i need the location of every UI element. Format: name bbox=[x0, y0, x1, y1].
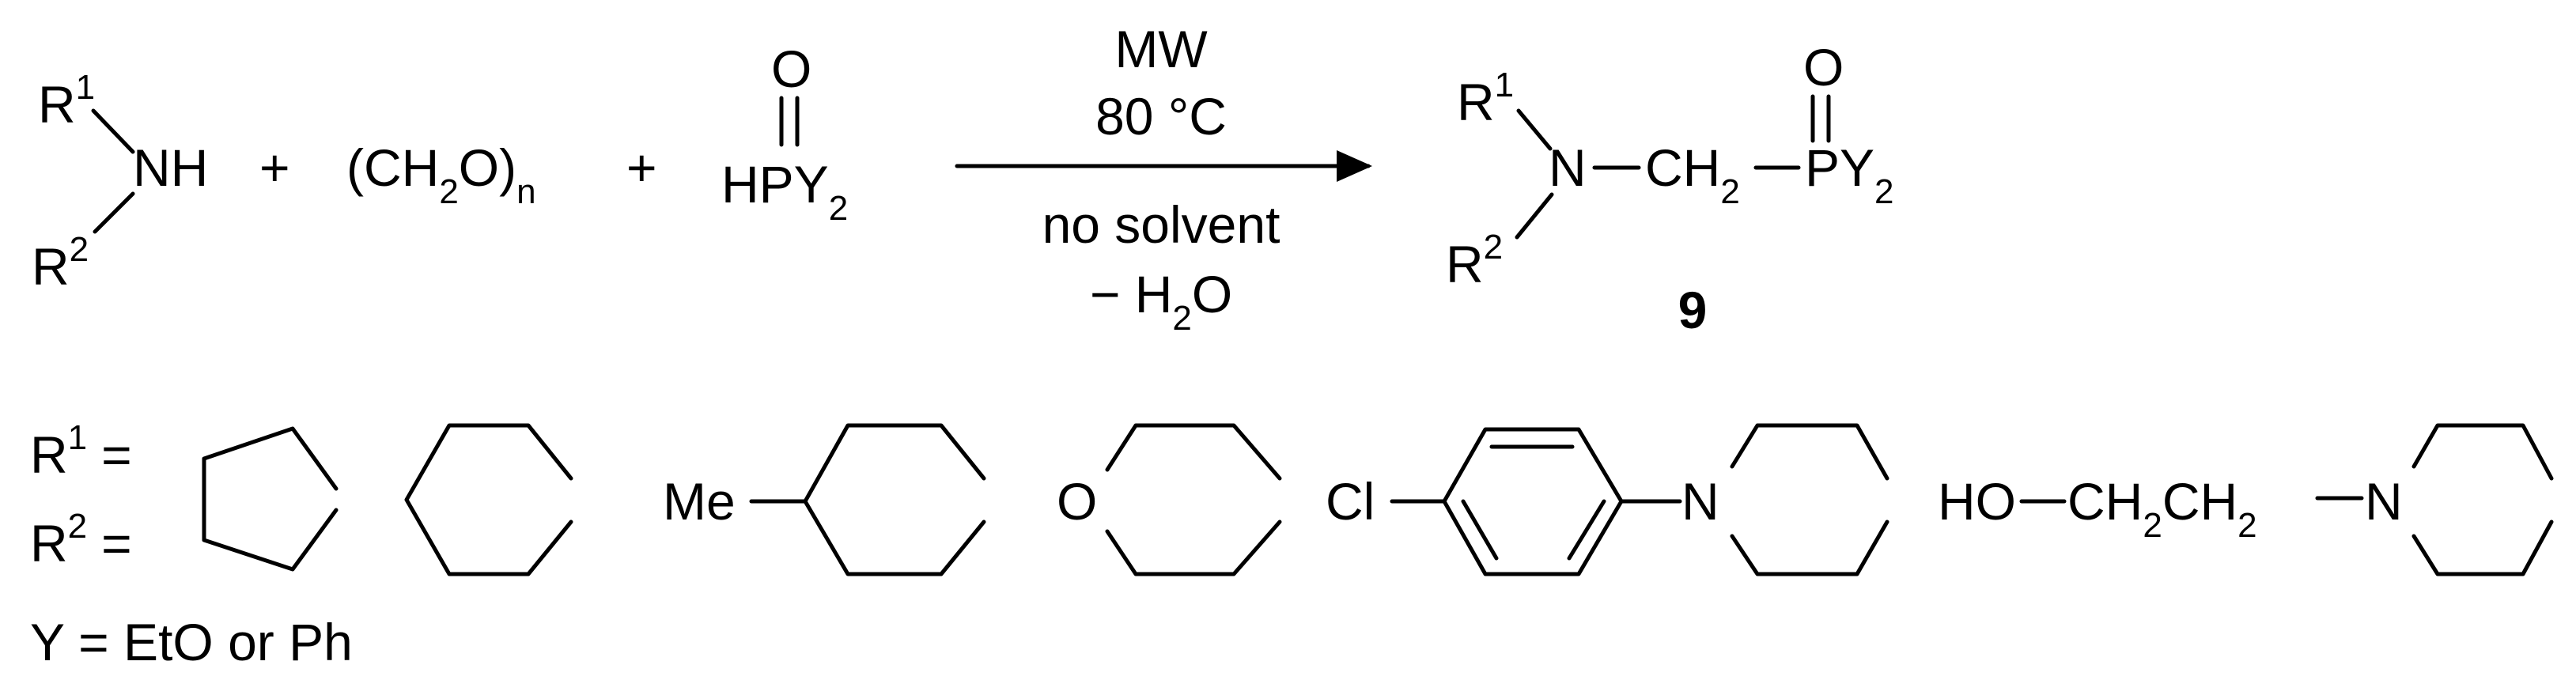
product-oxygen: O bbox=[1803, 38, 1844, 96]
product-9: R1 N R2 CH2 PY2 O 9 bbox=[1446, 38, 1894, 339]
condition-no-solvent: no solvent bbox=[1042, 195, 1280, 254]
condition-mw: MW bbox=[1114, 20, 1208, 78]
amine-nh: NH bbox=[133, 138, 208, 197]
aryl-piperazine-upper bbox=[1730, 423, 1889, 481]
legend-r1-label: R1= bbox=[30, 418, 132, 484]
morpholine-lower-chain bbox=[1105, 520, 1282, 576]
hydroxyethyl-chain: HO bbox=[1938, 472, 2016, 531]
piperidine-ring bbox=[404, 423, 573, 576]
amine-reactant: R1 NH R2 bbox=[32, 68, 208, 296]
pyrrolidine-ring bbox=[202, 426, 339, 572]
product-r1-label: R1 bbox=[1457, 66, 1514, 131]
amine-r2-label: R2 bbox=[32, 230, 89, 296]
y-definition: Y = EtO or Ph bbox=[30, 613, 353, 671]
product-py2: PY2 bbox=[1805, 138, 1894, 211]
benzene-inner-left bbox=[1461, 499, 1499, 561]
reaction-arrow-group: MW 80 °C no solvent − H2O bbox=[955, 20, 1372, 338]
plus-sign-1: + bbox=[259, 138, 290, 197]
substituent-legend: R1= R2= Me O Cl N HO CH2CH2 N Y = EtO bbox=[30, 418, 2554, 671]
hpy2-formula: HPY2 bbox=[721, 155, 848, 228]
hphosphoryl-reactant: O HPY2 bbox=[721, 40, 848, 228]
benzene-inner-right bbox=[1567, 499, 1606, 561]
aryl-piperazine-n: N bbox=[1681, 472, 1719, 531]
plus-sign-2: + bbox=[626, 138, 657, 197]
methylpiperidine-ring bbox=[803, 423, 986, 576]
benzene-ring bbox=[1442, 427, 1624, 576]
product-ch2: CH2 bbox=[1645, 138, 1740, 211]
hydroxyethyl-piperazine-n: N bbox=[2365, 472, 2403, 531]
product-r2-bond bbox=[1515, 192, 1554, 240]
methyl-label: Me bbox=[663, 472, 736, 531]
amine-r2-bond bbox=[93, 191, 135, 234]
condition-temperature: 80 °C bbox=[1095, 87, 1227, 145]
compound-label: 9 bbox=[1678, 281, 1708, 339]
product-n: N bbox=[1549, 138, 1587, 197]
aryl-piperazine-lower bbox=[1730, 520, 1889, 576]
morpholine-oxygen: O bbox=[1057, 472, 1097, 531]
amine-r1-label: R1 bbox=[38, 68, 95, 134]
condition-water-loss: − H2O bbox=[1090, 265, 1232, 338]
hydroxyethyl-piperazine-lower bbox=[2411, 520, 2554, 576]
chloro-label: Cl bbox=[1326, 472, 1375, 531]
phosphoryl-oxygen: O bbox=[771, 40, 811, 98]
amine-r1-bond bbox=[91, 108, 135, 154]
paraformaldehyde: (CH2O)n bbox=[346, 138, 536, 211]
ethylene-chain: CH2CH2 bbox=[2067, 472, 2257, 545]
product-r2-label: R2 bbox=[1446, 228, 1503, 293]
legend-r2-label: R2= bbox=[30, 507, 132, 572]
product-r1-bond bbox=[1516, 108, 1553, 151]
morpholine-upper-chain bbox=[1105, 423, 1282, 481]
hydroxyethyl-piperazine-upper bbox=[2411, 423, 2554, 481]
